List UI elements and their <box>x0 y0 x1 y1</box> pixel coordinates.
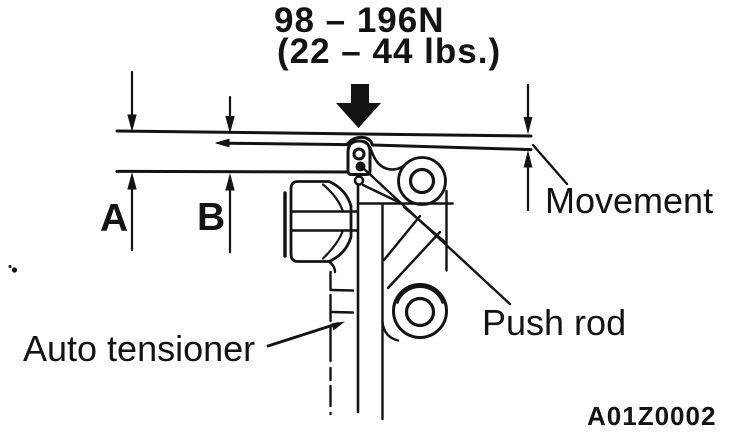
lower-boss-inner-arc <box>396 285 444 304</box>
dim-b-down-arrowhead <box>225 116 235 134</box>
arm-wedge-line <box>361 183 402 205</box>
figure-code-label: A01Z0002 <box>587 401 717 431</box>
auto-tensioner-leader-line <box>266 322 340 348</box>
rib-up-right-2 <box>386 230 442 290</box>
hex-bolt <box>283 180 359 274</box>
push-rod-lower-pin <box>353 175 365 186</box>
lower-boss-hole <box>404 296 436 328</box>
belt-line-lower <box>115 169 361 174</box>
belt-line-upper <box>115 129 533 138</box>
movement-leader-line <box>531 143 569 186</box>
arm-top-curve <box>368 145 406 171</box>
rib-up-right-1 <box>382 214 422 262</box>
bolt-chamfer-arc-bottom <box>321 229 345 260</box>
bolt-lower-step <box>327 260 337 274</box>
dim-a-up-arrowhead <box>127 172 137 190</box>
force-value-pounds: (22 – 44 lbs.) <box>277 32 502 71</box>
x-brace-ribs <box>382 205 448 290</box>
body-stub-upper <box>329 288 355 292</box>
push-rod-part <box>346 139 372 186</box>
bolt-outline <box>289 180 353 263</box>
movement-label: Movement <box>545 180 714 221</box>
upper-boss-hole <box>408 167 436 195</box>
body-stub-lower <box>330 310 355 314</box>
belt-line-left-arrowhead <box>215 138 230 148</box>
dim-a-down-arrowhead <box>127 114 137 132</box>
push-rod-label: Push rod <box>482 302 627 343</box>
movement-dim-arrows <box>523 83 533 212</box>
force-value-newtons: 98 – 196N <box>274 1 445 40</box>
tensioner-body <box>283 145 454 421</box>
scan-speck <box>8 265 18 273</box>
auto-tensioner-label: Auto tensioner <box>23 328 256 369</box>
dim-b-arrows <box>225 95 235 254</box>
movement-up-arrowhead <box>523 150 533 168</box>
push-rod-pin-hole <box>352 147 366 161</box>
belt-line-deflected <box>224 135 533 152</box>
push-rod-leader-line <box>360 165 512 306</box>
auto-tensioner-leader-arrowhead <box>331 321 345 331</box>
dim-a-arrows <box>127 70 137 252</box>
bolt-chamfer-arc-top <box>321 183 345 213</box>
leader-lines <box>266 143 569 348</box>
lower-boss-fillet <box>381 320 400 342</box>
dim-b-up-arrowhead <box>225 173 235 191</box>
belt-lines <box>115 129 533 174</box>
movement-down-arrowhead <box>523 117 533 135</box>
force-arrow <box>336 84 381 128</box>
dim-b-label: B <box>197 196 226 239</box>
dim-a-label: A <box>100 197 129 240</box>
